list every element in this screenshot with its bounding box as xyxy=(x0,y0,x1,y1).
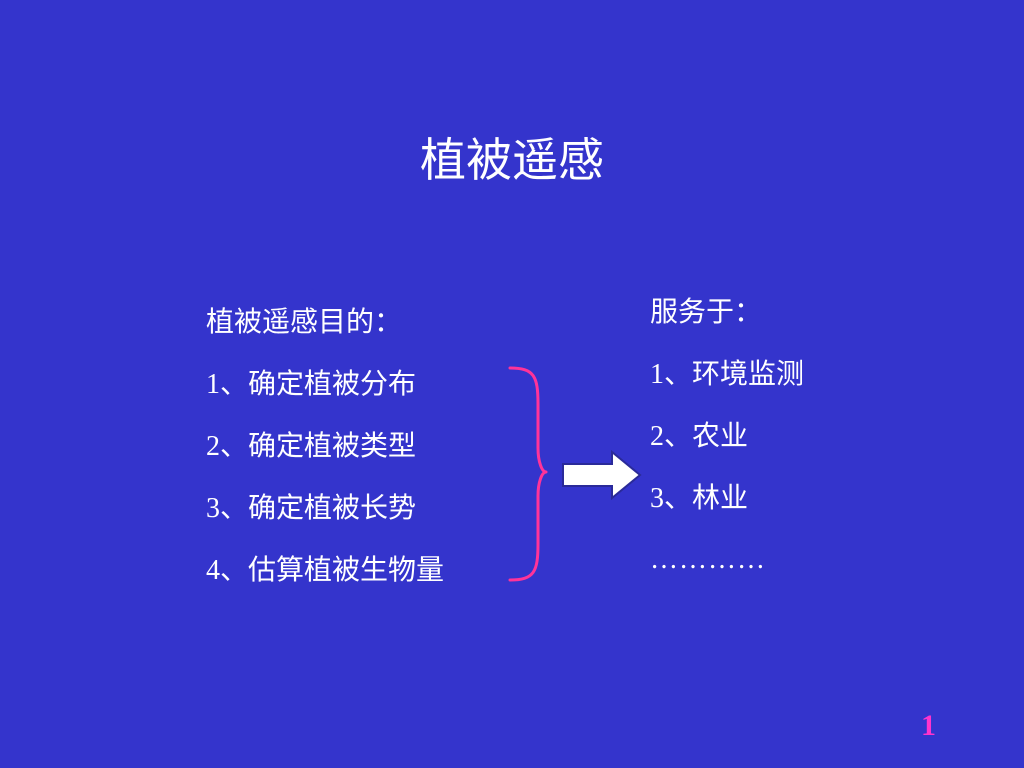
serves-item: 3、林业 xyxy=(650,478,804,540)
serves-list: 服务于： 1、环境监测 2、农业 3、林业 ………… xyxy=(650,292,804,602)
item-number: 1 xyxy=(650,359,664,390)
item-text: 林业 xyxy=(692,481,749,514)
purpose-heading: 植被遥感目的： xyxy=(206,305,403,338)
item-separator: 、 xyxy=(220,429,249,462)
item-text: 确定植被长势 xyxy=(248,491,417,524)
purpose-list: 植被遥感目的： 1、确定植被分布 2、确定植被类型 3、确定植被长势 4、估算植… xyxy=(206,302,444,612)
item-separator: 、 xyxy=(664,419,693,452)
right-curly-brace-icon xyxy=(508,366,548,582)
purpose-item: 3、确定植被长势 xyxy=(206,488,444,550)
item-number: 4 xyxy=(206,555,220,586)
item-text: 农业 xyxy=(692,419,749,452)
item-separator: 、 xyxy=(220,553,249,586)
item-number: 3 xyxy=(206,493,220,524)
item-separator: 、 xyxy=(664,357,693,390)
item-separator: 、 xyxy=(220,367,249,400)
item-separator: 、 xyxy=(664,481,693,514)
item-text: 估算植被生物量 xyxy=(248,553,445,586)
item-text: 环境监测 xyxy=(692,357,805,390)
item-number: 2 xyxy=(650,421,664,452)
serves-ellipsis: ………… xyxy=(650,544,766,575)
page-number: 1 xyxy=(921,709,936,742)
item-separator: 、 xyxy=(220,491,249,524)
serves-item: 1、环境监测 xyxy=(650,354,804,416)
purpose-item: 4、估算植被生物量 xyxy=(206,550,444,612)
item-number: 2 xyxy=(206,431,220,462)
item-number: 3 xyxy=(650,483,664,514)
item-text: 确定植被分布 xyxy=(248,367,417,400)
purpose-item: 2、确定植被类型 xyxy=(206,426,444,488)
item-number: 1 xyxy=(206,369,220,400)
purpose-item: 1、确定植被分布 xyxy=(206,364,444,426)
slide-title: 植被遥感 xyxy=(420,133,604,187)
serves-heading: 服务于： xyxy=(650,295,763,328)
serves-item: 2、农业 xyxy=(650,416,804,478)
right-arrow-icon xyxy=(562,450,642,500)
item-text: 确定植被类型 xyxy=(248,429,417,462)
